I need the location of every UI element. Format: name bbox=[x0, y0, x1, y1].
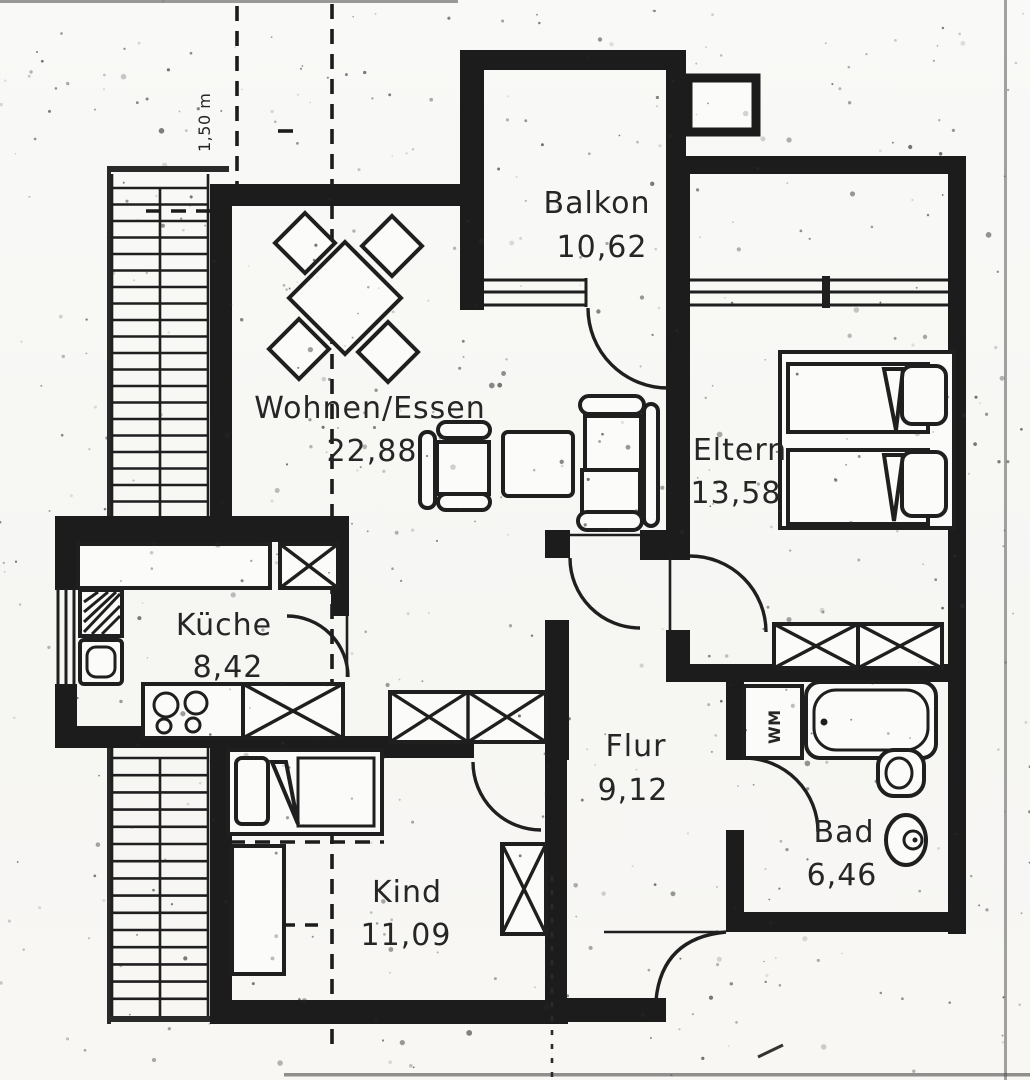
dining-chair bbox=[266, 316, 332, 382]
window-kueche bbox=[56, 588, 76, 686]
stove bbox=[141, 682, 245, 740]
blanket-fold bbox=[268, 760, 300, 825]
room-area-eltern: 13,58 bbox=[691, 476, 782, 511]
dining-chair bbox=[272, 210, 338, 276]
toilet bbox=[884, 813, 928, 867]
window-eltern bbox=[690, 276, 948, 308]
wall-kind-bottom bbox=[210, 1000, 568, 1024]
room-area-wohnen: 22,88 bbox=[327, 434, 418, 469]
door-arc-entrance bbox=[654, 930, 727, 1001]
dining-set bbox=[266, 210, 425, 385]
door-arc-wohnen-flur bbox=[568, 557, 641, 630]
dining-chair bbox=[355, 319, 421, 385]
blanket-fold bbox=[881, 453, 906, 522]
wall-flur-bottom bbox=[556, 998, 666, 1022]
room-area-flur: 9,12 bbox=[598, 773, 669, 808]
desk bbox=[230, 844, 286, 976]
bathroom-sink bbox=[876, 748, 926, 798]
wall bbox=[640, 530, 690, 560]
stairs-upper-flight bbox=[110, 174, 210, 520]
wall-bad-left bbox=[726, 680, 744, 760]
room-label-flur: Flur bbox=[606, 729, 667, 764]
room-label-kueche: Küche bbox=[176, 608, 272, 643]
door-arc-balcony bbox=[586, 307, 669, 390]
door-arc-kind bbox=[471, 761, 542, 832]
dining-chair bbox=[359, 213, 425, 279]
sofa bbox=[576, 394, 660, 532]
wall-pillar-notch bbox=[683, 73, 761, 137]
stairwell bbox=[107, 166, 229, 1024]
bathroom-fixtures bbox=[742, 680, 938, 867]
stairs-lower-flight bbox=[110, 744, 210, 1016]
wall-building-top bbox=[666, 156, 966, 174]
coffee-table bbox=[501, 430, 575, 498]
wall-outer-right bbox=[948, 156, 966, 934]
pillow bbox=[900, 450, 948, 518]
wall bbox=[545, 530, 570, 558]
washing-machine-label: WM bbox=[765, 709, 784, 744]
kind-furniture bbox=[226, 748, 548, 976]
eltern-wardrobe bbox=[772, 622, 944, 670]
window-wohnen-balcony bbox=[484, 278, 588, 307]
room-label-eltern: Eltern bbox=[693, 433, 787, 468]
wall-balcony-right bbox=[666, 50, 686, 172]
wall-kueche-left bbox=[55, 516, 77, 590]
blanket-fold bbox=[881, 367, 906, 431]
mattress bbox=[296, 756, 376, 828]
kitchen-counter bbox=[76, 542, 272, 590]
wall-flur-left bbox=[545, 620, 569, 760]
door-arc-eltern bbox=[689, 554, 768, 633]
wall-balcony-left bbox=[460, 50, 484, 310]
pillow bbox=[900, 364, 948, 426]
wall-bad-left bbox=[726, 830, 744, 932]
corridor-cabinet bbox=[388, 690, 548, 744]
kitchen-fixtures bbox=[76, 542, 548, 744]
room-area-kueche: 8,42 bbox=[193, 650, 264, 685]
kitchen-sink bbox=[78, 638, 124, 686]
room-area-bad: 6,46 bbox=[807, 858, 878, 893]
dining-table bbox=[286, 239, 404, 357]
door-arc-kueche bbox=[286, 614, 350, 678]
armchair bbox=[418, 420, 492, 512]
wall bbox=[210, 184, 232, 532]
double-bed bbox=[778, 350, 956, 530]
wall-bad-bottom bbox=[726, 912, 966, 932]
walls bbox=[55, 50, 966, 1024]
room-label-balkon: Balkon bbox=[544, 186, 651, 221]
room-area-kind: 11,09 bbox=[361, 918, 452, 953]
room-label-kind: Kind bbox=[372, 875, 442, 910]
wall bbox=[210, 184, 484, 206]
room-label-wohnen: Wohnen/Essen bbox=[254, 391, 486, 426]
wall-balcony-top bbox=[460, 50, 686, 70]
wall-wohnen-eltern bbox=[666, 172, 690, 532]
height-line-label: 1,50 m bbox=[195, 93, 214, 152]
windows bbox=[56, 276, 948, 686]
room-area-balkon: 10,62 bbox=[557, 230, 648, 265]
pillow bbox=[234, 756, 270, 826]
room-labels: Balkon 10,62 Wohnen/Essen 22,88 Eltern 1… bbox=[176, 93, 878, 953]
bathtub bbox=[804, 680, 938, 760]
kind-wardrobe bbox=[500, 842, 548, 936]
washing-machine bbox=[742, 684, 804, 760]
wall-kueche-top bbox=[55, 516, 349, 542]
door-arc-bad bbox=[743, 756, 820, 833]
wall-kind-flur bbox=[545, 756, 567, 1004]
room-label-bad: Bad bbox=[813, 815, 874, 850]
